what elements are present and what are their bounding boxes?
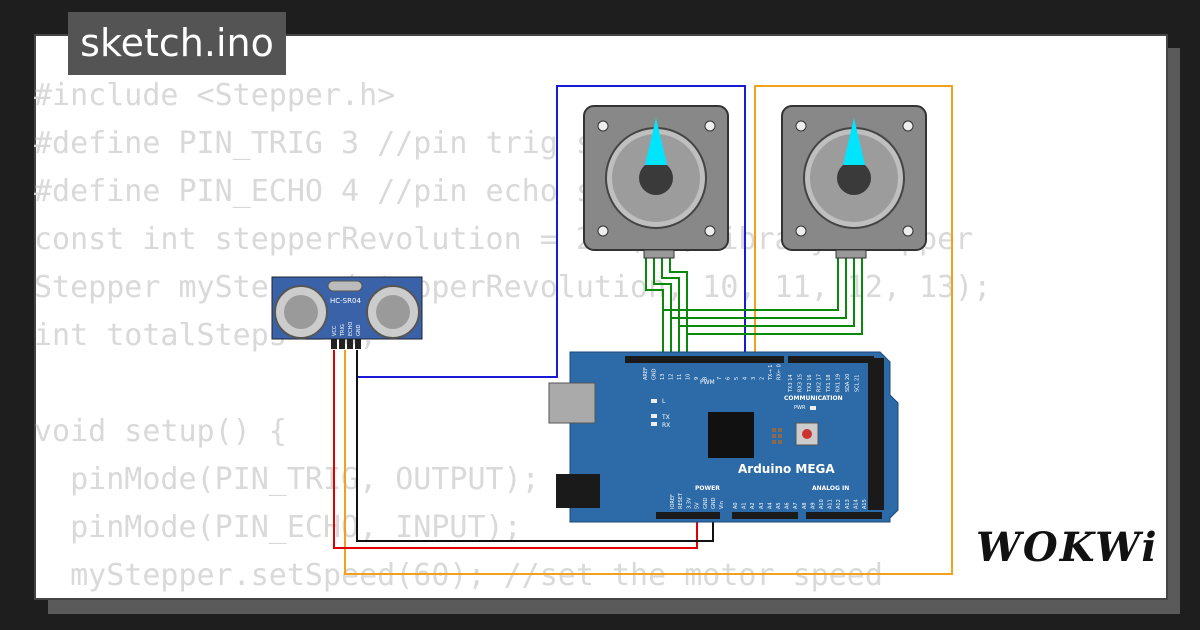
code-line: void setup() { (34, 414, 287, 449)
wokwi-logo: WOKWi (976, 524, 1159, 571)
pwm-label: PWM (700, 379, 715, 386)
pin-label: A13 (845, 499, 851, 509)
pin-label: A10 (819, 499, 825, 509)
pin-label: 7 (717, 377, 723, 380)
pin-label: SDA 20 (845, 374, 851, 392)
pin-label: 5 (734, 377, 740, 380)
wire-blue-motor1[interactable] (357, 85, 746, 378)
arduino-mega-board[interactable]: Arduino MEGA PWM COMMUNICATION PWR L TX … (548, 351, 899, 523)
code-line: pinMode(PIN_TRIG, OUTPUT); (34, 462, 540, 497)
sensor-pin-gnd: GND (356, 324, 362, 336)
stepper-motor-icon[interactable] (583, 105, 729, 259)
wire-black-gnd[interactable] (356, 350, 714, 542)
pin-label: TX→ 1 (768, 365, 774, 381)
sensor-pin-echo: ECHO (348, 322, 354, 336)
led-tx-label: TX (661, 414, 670, 421)
stepper-motor-icon[interactable] (781, 105, 927, 259)
analog-in-label: ANALOG IN (812, 485, 849, 492)
pin-label: RX3 15 (798, 374, 804, 392)
code-line: pinMode(PIN_ECHO, INPUT); (34, 510, 522, 545)
pin-label: RX2 17 (817, 374, 823, 392)
pin-label: A8 (802, 502, 808, 509)
pin-label: A11 (828, 499, 834, 509)
code-line: myStepper.setSpeed(60); //set the motor … (34, 558, 883, 593)
wire-green-m2-b[interactable] (671, 255, 847, 319)
communication-label: COMMUNICATION (784, 395, 843, 402)
pin-label: 5V (695, 502, 701, 509)
pin-label: 3.3V (686, 497, 692, 509)
pin-label: TX1 18 (826, 374, 832, 393)
pin-label: A6 (785, 502, 791, 509)
wire-green-m2-d[interactable] (687, 255, 863, 335)
wire-green-m2-a[interactable] (663, 255, 839, 311)
pin-label: GND (652, 368, 658, 380)
code-line: #include <Stepper.h> (34, 78, 396, 113)
code-preview: #include <Stepper.h>#define PIN_TRIG 3 /… (34, 72, 991, 600)
pin-label: 6 (726, 377, 732, 380)
sensor-pin-vcc: VCC (332, 325, 338, 336)
pin-label: 4 (743, 377, 749, 380)
file-title-tab[interactable]: sketch.ino (68, 12, 286, 75)
pin-label: TX2 16 (807, 374, 813, 393)
pin-label: A5 (776, 502, 782, 509)
pin-label: IOREF (670, 494, 676, 509)
led-l-label: L (662, 398, 666, 405)
pin-label: 12 (669, 374, 675, 380)
pin-label: A15 (862, 499, 868, 509)
pin-label: RESET (678, 492, 684, 509)
power-label: POWER (695, 485, 720, 492)
pin-label: A9 (810, 502, 816, 509)
wire-orange-motor2[interactable] (344, 85, 953, 575)
pin-label: 11 (677, 374, 683, 380)
pin-label: SCL 21 (855, 375, 861, 392)
pin-label: A3 (759, 502, 765, 509)
pin-label: A14 (853, 499, 859, 509)
board-label: Arduino MEGA (738, 462, 835, 476)
pin-label: 8 (703, 377, 709, 380)
pwr-label: PWR (794, 405, 806, 411)
wire-green-m1-a[interactable] (645, 255, 664, 358)
pin-label: 2 (760, 377, 766, 380)
wires (333, 85, 953, 575)
pin-label: TX3 14 (788, 374, 794, 393)
pin-label: A4 (767, 502, 773, 509)
code-line: Stepper myStepper(stepperRevolution, 10,… (34, 270, 992, 305)
pin-label: 9 (694, 377, 700, 380)
wire-red-vcc[interactable] (333, 350, 698, 549)
pin-label: A2 (750, 502, 756, 509)
pin-label: GND (703, 497, 709, 509)
pin-label: RX← 0 (777, 364, 783, 380)
pin-label: 3 (751, 377, 757, 380)
sensor-pin-trig: TRIG (340, 324, 346, 337)
pin-label: A7 (793, 502, 799, 509)
pin-label: RX1 19 (836, 374, 842, 392)
pin-label: AREF (643, 367, 649, 380)
pin-label: A1 (742, 502, 748, 509)
pin-label: Vin (719, 501, 725, 509)
sensor-label: HC-SR04 (330, 297, 361, 305)
pin-label: A12 (836, 499, 842, 509)
pin-label: A0 (733, 502, 739, 509)
wire-green-m1-d[interactable] (669, 255, 688, 358)
led-rx-label: RX (662, 422, 670, 429)
pin-label: 10 (686, 374, 692, 380)
pin-label: 13 (660, 374, 666, 380)
ultrasonic-sensor-icon[interactable]: HC-SR04 VCC TRIG ECHO GND (271, 276, 423, 349)
pin-label: GND (711, 497, 717, 509)
wire-green-m1-b[interactable] (653, 255, 672, 358)
wire-green-m2-c[interactable] (679, 255, 855, 327)
